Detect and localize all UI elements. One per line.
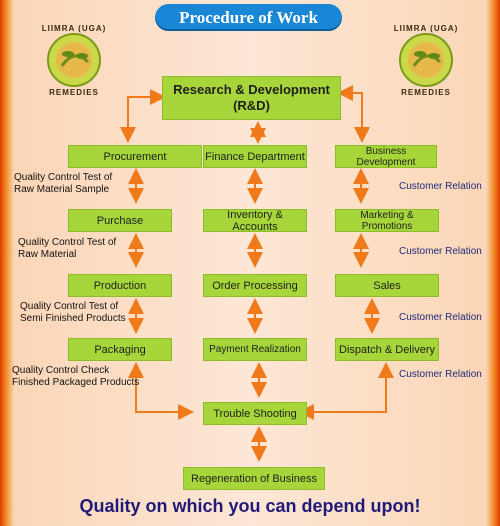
qc-note-4: Quality Control Check Finished Packaged … xyxy=(12,365,140,388)
logo-left: LIIMRA (UGA) REMEDIES xyxy=(32,18,116,98)
page-title: Procedure of Work xyxy=(155,4,342,31)
payment-box: Payment Realization xyxy=(203,338,307,361)
regeneration-box: Regeneration of Business xyxy=(183,467,325,490)
logo-name: LIIMRA (UGA) xyxy=(393,24,459,33)
qc-note-2: Quality Control Test of Raw Material xyxy=(18,237,117,260)
customer-relation-label: Customer Relation xyxy=(399,312,482,323)
business-dev-box: Business Development xyxy=(335,145,437,168)
tagline: Quality on which you can depend upon! xyxy=(79,496,421,516)
production-box: Production xyxy=(68,274,172,297)
procurement-box: Procurement xyxy=(68,145,202,168)
customer-relation-label: Customer Relation xyxy=(399,181,482,192)
logo-right: LIIMRA (UGA) REMEDIES xyxy=(384,18,468,98)
customer-relation-label: Customer Relation xyxy=(399,246,482,257)
rd-box: Research & Development (R&D) xyxy=(162,76,341,120)
marketing-box: Marketing & Promotions xyxy=(335,209,439,232)
dispatch-box: Dispatch & Delivery xyxy=(335,338,439,361)
customer-relation-label: Customer Relation xyxy=(399,369,482,380)
finance-box: Finance Department xyxy=(203,145,307,168)
logo-name: LIIMRA (UGA) xyxy=(41,24,107,33)
qc-note-1: Quality Control Test of Raw Material Sam… xyxy=(14,172,113,195)
purchase-box: Purchase xyxy=(68,209,172,232)
logo-sub: REMEDIES xyxy=(49,88,99,97)
logo-emblem-icon xyxy=(47,33,101,87)
packaging-box: Packaging xyxy=(68,338,172,361)
sales-box: Sales xyxy=(335,274,439,297)
inventory-box: Inventory & Accounts xyxy=(203,209,307,233)
logo-emblem-icon xyxy=(399,33,453,87)
logo-sub: REMEDIES xyxy=(401,88,451,97)
order-box: Order Processing xyxy=(203,274,307,297)
trouble-box: Trouble Shooting xyxy=(203,402,307,425)
qc-note-3: Quality Control Test of Semi Finished Pr… xyxy=(20,301,126,324)
